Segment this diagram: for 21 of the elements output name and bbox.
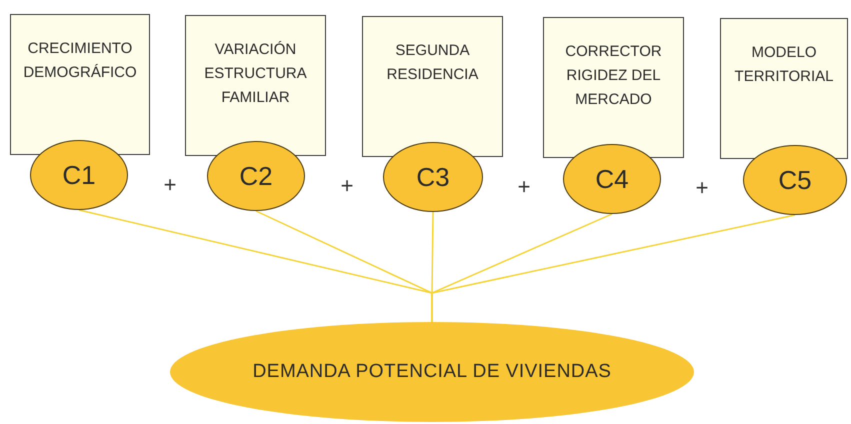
factor-box — [362, 16, 503, 157]
factor-box — [543, 17, 684, 158]
connector-line — [431, 214, 796, 322]
plus-sign: + — [340, 175, 354, 197]
factor-box — [185, 15, 326, 156]
node-text: CRECIMIENTO DEMOGRÁFICO — [22, 39, 138, 83]
node-text: MODELO TERRITORIAL — [734, 43, 834, 87]
node-text: DEMANDA POTENCIAL DE VIVIENDAS — [252, 360, 612, 384]
plus-sign: + — [696, 177, 708, 199]
factor-box — [10, 14, 150, 155]
node-text: CORRECTOR RIGIDEZ DEL MERCADO — [564, 42, 663, 110]
factor-box — [720, 18, 848, 159]
node-text: C3 — [416, 160, 450, 194]
node-text: C5 — [778, 164, 812, 196]
node-text: VARIACIÓN ESTRUCTURA FAMILIAR — [203, 40, 308, 108]
node-text: C2 — [239, 160, 273, 192]
node-text: C4 — [595, 162, 629, 196]
plus-sign: + — [164, 174, 176, 196]
plus-sign: + — [518, 176, 530, 198]
node-text: SEGUNDA RESIDENCIA — [386, 41, 480, 85]
node-text: C1 — [62, 158, 96, 192]
